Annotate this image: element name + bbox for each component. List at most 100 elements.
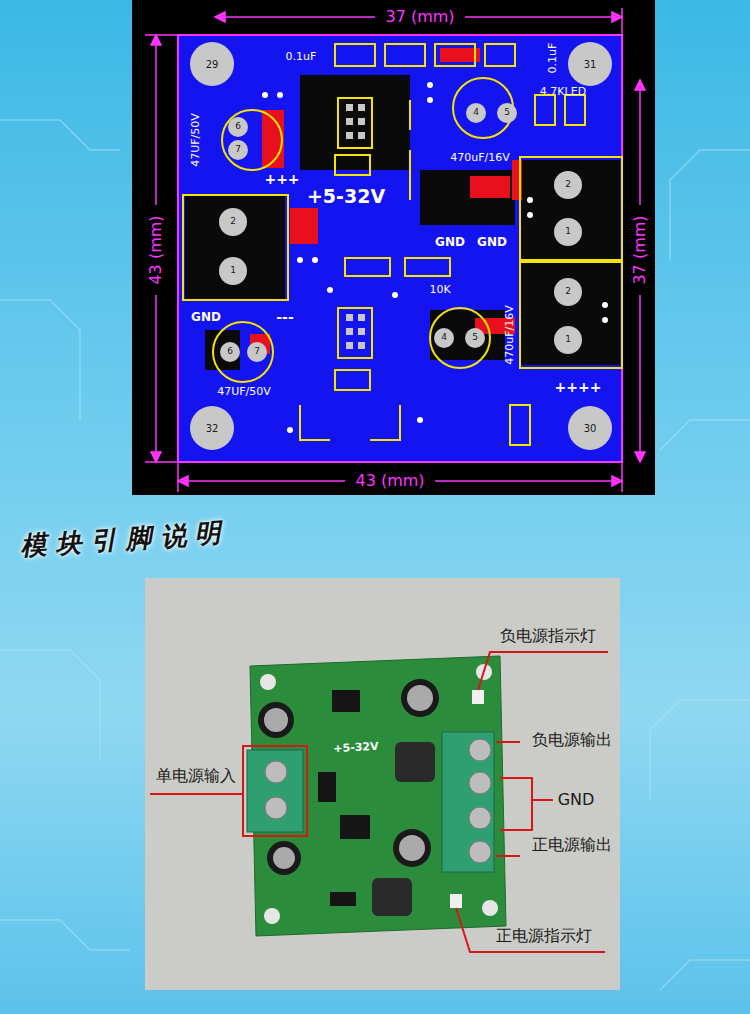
module-hole	[264, 908, 280, 924]
through-hole-pad	[554, 218, 582, 246]
dimension-line	[145, 34, 178, 36]
dimension-line	[215, 16, 375, 18]
component-value: 47UF/50V	[190, 113, 202, 167]
circuit-pattern	[670, 150, 750, 260]
copper-trace	[290, 208, 318, 244]
circuit-pattern	[0, 920, 130, 950]
electrolytic-capacitor	[399, 835, 425, 861]
pad-number: 2	[230, 217, 236, 227]
component-value: 10K	[429, 284, 450, 296]
callout-line	[478, 652, 608, 690]
terminal-screw	[265, 761, 287, 783]
electrolytic-capacitor	[401, 679, 439, 717]
component-outline	[335, 370, 370, 390]
through-hole-pad	[247, 342, 267, 362]
electrolytic-capacitor	[267, 841, 301, 875]
electrolytic-capacitor	[407, 685, 433, 711]
copper-trace	[250, 48, 522, 354]
mounting-hole	[568, 42, 612, 86]
dimension-line	[435, 480, 622, 482]
dimension-line	[151, 35, 161, 45]
circuit-pattern	[650, 700, 750, 800]
component-value: 470uF/16V	[450, 152, 510, 164]
inductor	[372, 742, 435, 916]
callout-line	[243, 746, 307, 836]
dimension-line	[635, 452, 645, 462]
copper-black-area	[205, 330, 240, 370]
board-area	[178, 35, 622, 462]
indicator-led	[472, 690, 484, 704]
dimension-line	[155, 35, 157, 205]
dimension-label: 43 (mm)	[355, 472, 424, 490]
component-outline	[435, 44, 475, 66]
terminal-block	[442, 732, 494, 872]
through-hole-pad	[228, 117, 248, 137]
component-outline	[370, 405, 400, 440]
smd-pad	[346, 104, 353, 111]
dimension-line	[215, 12, 225, 22]
dimension-line	[177, 462, 179, 492]
polarity-mark: +++	[264, 172, 299, 187]
smd-pad	[358, 132, 365, 139]
via	[602, 317, 608, 323]
component-outline	[222, 110, 282, 170]
smd-pad	[346, 118, 353, 125]
through-hole-pad	[219, 208, 247, 236]
smd-pad	[358, 342, 365, 349]
dimension-line	[612, 12, 622, 22]
silkscreen-label: +5-32V	[333, 741, 379, 755]
ic-chip	[332, 690, 360, 712]
component-outline	[345, 258, 390, 276]
pcb-layout-ground	[132, 0, 655, 495]
through-hole-pad	[465, 328, 485, 348]
component-outline	[385, 44, 425, 66]
hole-number: 29	[206, 59, 219, 70]
through-hole-pad	[554, 326, 582, 354]
callout-label: GND	[558, 791, 595, 809]
ic-chip	[330, 892, 356, 906]
via	[327, 287, 333, 293]
smd-pad	[346, 104, 365, 349]
component-value: 470uF/16V	[504, 305, 516, 365]
via	[262, 82, 608, 433]
polarity-mark: ---	[276, 310, 293, 325]
terminal-block	[247, 750, 303, 832]
pad-number: 1	[565, 335, 571, 345]
pad-number: 7	[235, 145, 241, 155]
via	[427, 97, 433, 103]
mounting-hole	[568, 406, 612, 450]
pad-number: 6	[235, 122, 241, 132]
indicator-led	[450, 894, 462, 908]
component-value: 0.1uF	[286, 51, 317, 63]
dimension-line	[178, 476, 188, 486]
hole-number: 30	[584, 423, 597, 434]
ic-chip	[340, 815, 370, 839]
through-hole-pad	[219, 257, 247, 285]
component-outline	[485, 44, 515, 66]
component-outline	[405, 258, 450, 276]
component-outline	[409, 150, 411, 200]
through-hole-pad	[434, 328, 454, 348]
electrolytic-capacitor	[264, 708, 288, 732]
via	[287, 427, 293, 433]
pad-number: 2	[565, 180, 571, 190]
component-outline	[409, 100, 411, 130]
pad-number: 4	[441, 333, 447, 343]
component-outline	[213, 322, 273, 382]
component-outline	[335, 155, 370, 175]
component-outline	[520, 262, 622, 368]
callout-label: 负电源输出	[532, 731, 612, 749]
voltage-label: +5-32V	[307, 186, 385, 207]
mounting-hole	[190, 42, 234, 86]
ic-chip	[318, 772, 336, 802]
component-outline	[183, 195, 288, 300]
via	[527, 212, 533, 218]
component-outline	[535, 95, 555, 125]
inductor	[372, 878, 412, 916]
electrolytic-capacitor	[258, 679, 439, 875]
smd-pad	[346, 328, 353, 335]
pcb-layout-ground	[132, 0, 655, 495]
component-value: 0.1uF	[547, 43, 559, 74]
pad-number: 5	[472, 333, 478, 343]
pad-number: 2	[565, 287, 571, 297]
